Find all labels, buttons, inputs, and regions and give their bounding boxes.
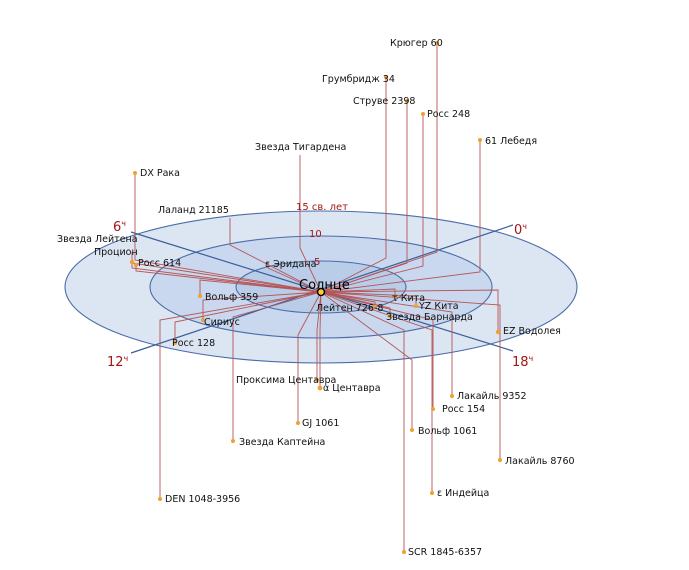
star-marker: [430, 491, 434, 495]
star-label-lacaille9352: Лакайль 9352: [457, 391, 527, 402]
star-marker: [158, 497, 162, 501]
star-label-luyten7268: Лейтен 726-8: [316, 303, 383, 314]
star-labels: Крюгер 60 Грумбридж 34 Струве 2398 Росс …: [57, 38, 575, 558]
star-label-ezaqr: EZ Водолея: [503, 326, 561, 337]
star-marker: [402, 550, 406, 554]
star-label-kapteyn: Звезда Каптейна: [239, 437, 325, 448]
star-marker: [296, 421, 300, 425]
star-marker: [393, 295, 397, 299]
star-label-proxima: Проксима Центавра: [236, 375, 336, 386]
star-label-alphacen: α Центавра: [323, 383, 381, 394]
star-marker: [414, 304, 418, 308]
star-marker: [450, 394, 454, 398]
hour-label-12: 12ч: [107, 354, 128, 370]
star-marker: [405, 99, 409, 103]
ring-label-15: 15 св. лет: [296, 202, 348, 213]
star-marker: [129, 259, 135, 265]
star-marker: [201, 318, 205, 322]
star-marker: [410, 428, 414, 432]
star-marker: [198, 294, 202, 298]
star-label-epsind: ε Индейца: [437, 488, 489, 499]
star-label-luyten: Звезда Лейтена: [57, 234, 138, 245]
star-marker: [478, 138, 482, 142]
star-label-teegarden: Звезда Тигардена: [255, 142, 346, 153]
star-marker: [388, 314, 392, 318]
star-label-wolf1061: Вольф 1061: [418, 426, 477, 437]
star-label-gj1061: GJ 1061: [302, 418, 339, 429]
hour-label-0: 0ч: [514, 222, 527, 238]
sun-marker: [316, 287, 326, 297]
sun: Солнце: [299, 278, 350, 297]
star-label-ross128: Росс 128: [172, 338, 215, 349]
star-marker: [133, 171, 137, 175]
ring-label-10: 10: [309, 229, 322, 240]
star-marker: [317, 385, 323, 391]
star-marker: [435, 41, 439, 45]
ring-labels: 5 10 15 св. лет: [296, 202, 348, 268]
star-label-lacaille8760: Лакайль 8760: [505, 456, 575, 467]
star-marker: [173, 341, 177, 345]
star-label-dxcnc: DX Рака: [140, 168, 180, 179]
star-label-procyon: Процион: [94, 247, 138, 258]
star-marker: [498, 458, 502, 462]
star-marker: [421, 112, 425, 116]
sun-label: Солнце: [299, 278, 350, 293]
star-label-yzcet: YZ Кита: [418, 301, 459, 312]
star-label-struve2398: Струве 2398: [353, 96, 415, 107]
star-label-ross248: Росс 248: [427, 109, 470, 120]
hour-labels: 0ч 6ч 12ч 18ч: [107, 219, 533, 370]
star-marker: [495, 329, 501, 335]
star-label-barnard: Звезда Барнарда: [386, 312, 473, 323]
star-markers: [129, 41, 502, 554]
star-marker: [315, 378, 319, 382]
star-label-61cyg: 61 Лебедя: [485, 136, 537, 147]
star-label-epseri: ε Эридана: [265, 259, 316, 270]
drop-lines: [131, 43, 501, 552]
star-marker: [384, 75, 388, 79]
star-marker: [134, 263, 138, 267]
distance-discs: [64, 210, 578, 364]
star-label-kruger60: Крюгер 60: [390, 38, 443, 49]
star-marker: [431, 407, 435, 411]
star-marker: [373, 305, 377, 309]
star-label-lalande21185: Лаланд 21185: [158, 205, 229, 216]
star-marker: [231, 439, 235, 443]
star-label-taucet: τ Кита: [392, 293, 425, 304]
star-label-ross154: Росс 154: [442, 404, 485, 415]
star-label-den1048: DEN 1048-3956: [165, 494, 240, 505]
hour-label-6: 6ч: [113, 219, 126, 235]
star-label-scr1845: SCR 1845-6357: [408, 547, 482, 558]
star-label-groombridge34: Грумбридж 34: [322, 74, 395, 85]
hour-label-18: 18ч: [512, 354, 533, 370]
ring-label-5: 5: [314, 257, 320, 268]
star-label-sirius: Сириус: [204, 317, 240, 328]
star-label-wolf359: Вольф 359: [205, 292, 258, 303]
star-label-ross614: Росс 614: [138, 258, 181, 269]
